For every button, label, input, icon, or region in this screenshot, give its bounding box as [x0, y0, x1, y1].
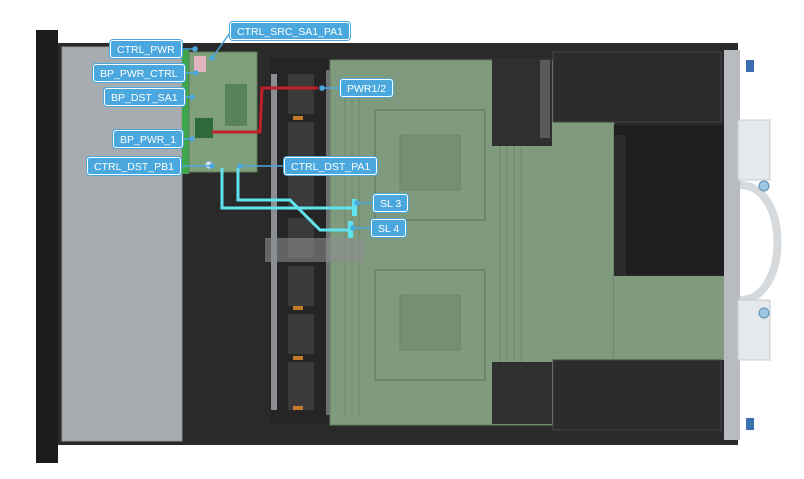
sl3-cable-cyan	[220, 168, 355, 210]
backplane-chip	[195, 118, 213, 138]
top-riser-bar	[540, 60, 550, 138]
fan-modules	[288, 74, 314, 410]
right-board-area	[614, 276, 724, 360]
top-riser-card	[552, 51, 722, 123]
drive-bay	[61, 46, 183, 442]
sl4-connector	[348, 221, 353, 238]
rear-screw-bottom	[758, 307, 770, 319]
callout-ctrl-pwr: CTRL_PWR	[110, 40, 182, 58]
sl3-connector	[352, 199, 357, 216]
front-bezel	[36, 30, 58, 463]
callout-sl3: SL 3	[373, 194, 409, 212]
middle-cage	[614, 125, 724, 275]
callout-pwr12: PWR1/2	[340, 79, 394, 97]
callout-sl4: SL 4	[371, 219, 407, 237]
backplane-connector-grid	[225, 84, 247, 126]
rear-handle	[739, 181, 782, 304]
callout-ctrl-src-sa1-pa1: CTRL_SRC_SA1_PA1	[230, 22, 351, 40]
callout-bp-dst-sa1: BP_DST_SA1	[104, 88, 185, 106]
callout-ctrl-dst-pa1: CTRL_DST_PA1	[284, 157, 378, 175]
callout-ctrl-dst-pb1: CTRL_DST_PB1	[87, 157, 181, 175]
sl4-cable-cyan	[236, 168, 350, 232]
bottom-riser-card	[552, 359, 722, 431]
rear-panel	[724, 50, 740, 440]
rear-screw-top	[758, 180, 770, 192]
callout-bp-pwr-1: BP_PWR_1	[113, 130, 184, 148]
middle-cage-left	[614, 135, 626, 275]
pwr-cable-red	[212, 86, 318, 134]
backplane-pink-connector	[194, 56, 206, 72]
board-bracket	[265, 238, 365, 262]
rear-bracket-top	[737, 119, 771, 181]
cpu-socket-2	[374, 269, 486, 381]
rear-tab-top	[746, 60, 754, 72]
backplane-strip	[182, 50, 189, 174]
bottom-riser-module	[492, 362, 552, 424]
callout-bp-pwr-ctrl: BP_PWR_CTRL	[93, 64, 185, 82]
rear-tab-bottom	[746, 418, 754, 430]
